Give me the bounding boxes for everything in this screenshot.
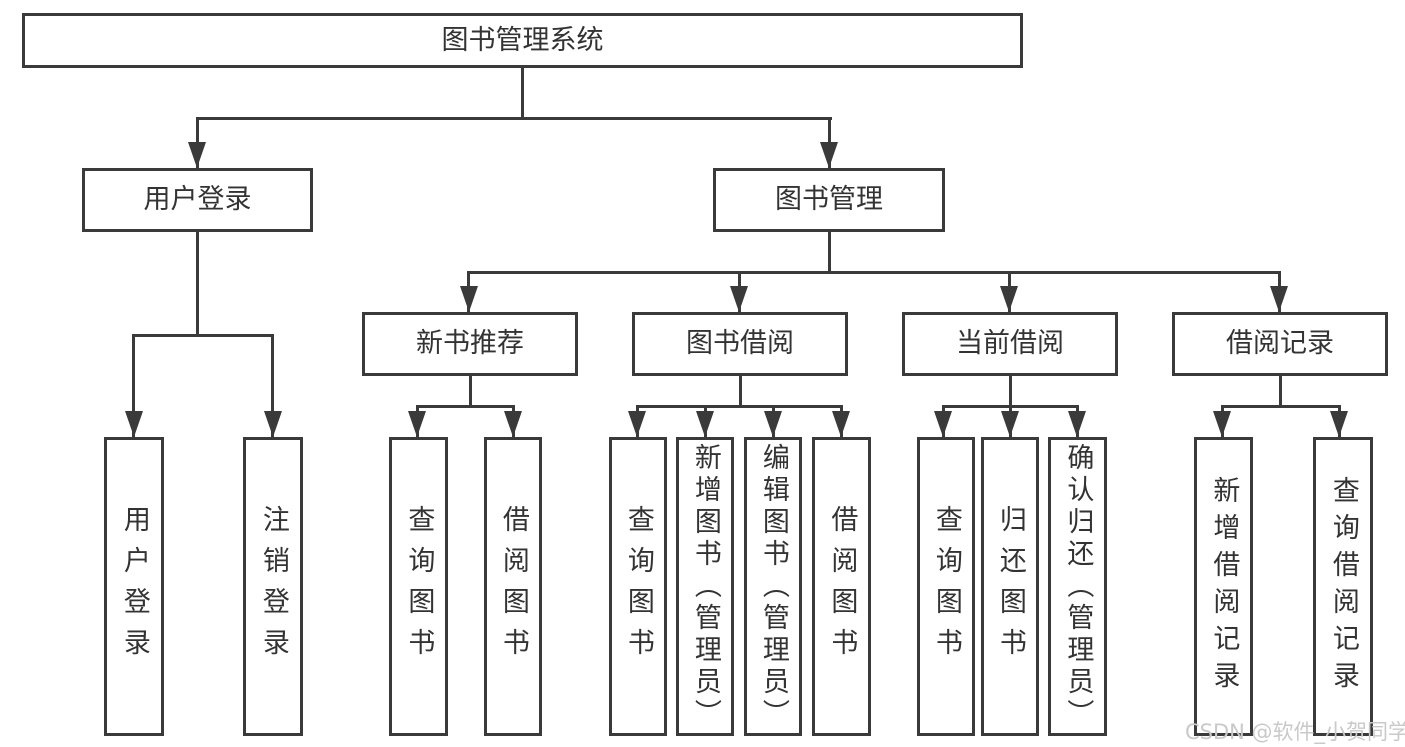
arrowhead-down-icon — [820, 142, 838, 168]
connector-line — [1221, 405, 1341, 408]
arrowhead-down-icon — [628, 411, 646, 437]
arrowhead-down-icon — [504, 411, 522, 437]
module-book-borrow: 图书借阅 — [632, 312, 848, 376]
module-current-borrow-label: 当前借阅 — [956, 328, 1064, 360]
branch-book-management: 图书管理 — [713, 168, 945, 232]
connector-line — [739, 376, 742, 407]
module-new-book-recommend-label: 新书推荐 — [416, 328, 524, 360]
leaf-query-borrow-record-label: 查询借阅记录 — [1327, 475, 1359, 698]
leaf-add-borrow-record-label: 新增借阅记录 — [1208, 475, 1240, 698]
module-current-borrow: 当前借阅 — [902, 312, 1118, 376]
leaf-query-books-current: 查询图书 — [917, 437, 975, 736]
leaf-borrow-books: 借阅图书 — [812, 437, 871, 736]
connector-line — [521, 68, 524, 118]
leaf-logout: 注销登录 — [243, 437, 303, 736]
leaf-query-books-borrow-label: 查询图书 — [622, 504, 654, 669]
leaf-user-login-label: 用户登录 — [118, 504, 150, 669]
leaf-borrow-books-recommend-label: 借阅图书 — [497, 504, 529, 669]
arrowhead-down-icon — [934, 411, 952, 437]
connector-line — [132, 334, 135, 437]
connector-line — [196, 117, 832, 120]
leaf-query-borrow-record: 查询借阅记录 — [1313, 437, 1373, 736]
arrowhead-down-icon — [1001, 411, 1019, 437]
arrowhead-down-icon — [1330, 411, 1348, 437]
connector-line — [636, 405, 843, 408]
connector-line — [271, 334, 274, 437]
leaf-user-login: 用户登录 — [104, 437, 164, 736]
leaf-borrow-books-label: 借阅图书 — [826, 504, 858, 669]
arrowhead-down-icon — [125, 411, 143, 437]
connector-line — [416, 405, 515, 408]
module-borrow-records: 借阅记录 — [1172, 312, 1388, 376]
arrowhead-down-icon — [188, 142, 206, 168]
branch-user-login: 用户登录 — [82, 168, 313, 232]
arrowhead-down-icon — [730, 286, 748, 312]
connector-line — [1279, 376, 1282, 407]
leaf-edit-books-admin-label: 编辑图书（管理员） — [757, 442, 789, 731]
leaf-add-borrow-record: 新增借阅记录 — [1194, 437, 1253, 736]
leaf-return-books: 归还图书 — [981, 437, 1039, 736]
arrowhead-down-icon — [1213, 411, 1231, 437]
leaf-borrow-books-recommend: 借阅图书 — [484, 437, 542, 736]
root-node: 图书管理系统 — [22, 13, 1023, 68]
arrowhead-down-icon — [764, 411, 782, 437]
branch-book-management-label: 图书管理 — [775, 184, 883, 216]
connector-line — [467, 271, 1281, 274]
leaf-query-books-borrow: 查询图书 — [609, 437, 667, 736]
connector-line — [132, 334, 274, 337]
root-node-label: 图书管理系统 — [441, 24, 604, 56]
leaf-confirm-return-admin: 确认归还（管理员） — [1048, 437, 1107, 736]
leaf-query-books-current-label: 查询图书 — [930, 504, 962, 669]
leaf-add-books-admin: 新增图书（管理员） — [676, 437, 734, 736]
leaf-return-books-label: 归还图书 — [994, 504, 1026, 669]
arrowhead-down-icon — [1270, 286, 1288, 312]
module-book-borrow-label: 图书借阅 — [686, 328, 794, 360]
leaf-add-books-admin-label: 新增图书（管理员） — [689, 442, 721, 731]
module-new-book-recommend: 新书推荐 — [362, 312, 578, 376]
arrowhead-down-icon — [696, 411, 714, 437]
branch-user-login-label: 用户登录 — [143, 184, 252, 216]
arrowhead-down-icon — [1068, 411, 1086, 437]
leaf-confirm-return-admin-label: 确认归还（管理员） — [1062, 442, 1094, 731]
leaf-logout-label: 注销登录 — [257, 504, 289, 669]
module-borrow-records-label: 借阅记录 — [1226, 328, 1334, 360]
leaf-query-books-recommend-label: 查询图书 — [403, 504, 435, 669]
arrowhead-down-icon — [460, 286, 478, 312]
arrowhead-down-icon — [832, 411, 850, 437]
watermark: CSDN @软件_小贺同学 — [1185, 720, 1405, 744]
connector-line — [196, 232, 199, 335]
connector-line — [469, 376, 472, 407]
leaf-edit-books-admin: 编辑图书（管理员） — [744, 437, 802, 736]
arrowhead-down-icon — [1000, 286, 1018, 312]
connector-line — [828, 232, 831, 272]
arrowhead-down-icon — [408, 411, 426, 437]
arrowhead-down-icon — [264, 411, 282, 437]
connector-line — [1009, 376, 1012, 407]
leaf-query-books-recommend: 查询图书 — [389, 437, 448, 736]
